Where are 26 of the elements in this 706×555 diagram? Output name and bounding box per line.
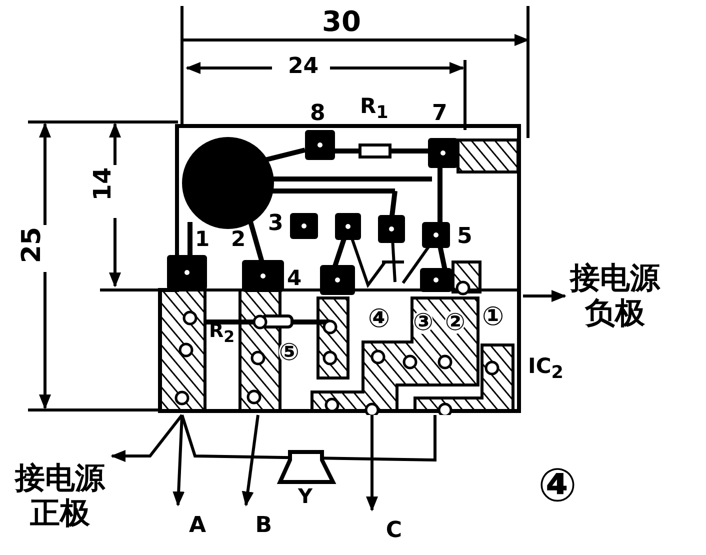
component-label: IC$_{2}$ — [528, 356, 564, 383]
component-label: Y — [298, 486, 312, 506]
arrow — [523, 290, 566, 302]
pin-number: 3 — [268, 213, 284, 235]
terminal-label: 接电源正极 — [8, 448, 112, 538]
dimension-text: 25 — [19, 226, 46, 264]
pcb-drawing — [156, 122, 523, 415]
terminal-label: C — [366, 510, 402, 546]
terminal-label: A — [172, 505, 206, 541]
pin-number: R$_{1}$ — [360, 96, 388, 123]
arrow — [366, 415, 378, 512]
dimension-text: 30 — [322, 8, 361, 36]
arrow — [172, 414, 185, 506]
dimension-text: 14 — [90, 167, 115, 201]
pin-number: 7 — [432, 103, 448, 125]
pin-number: 4 — [287, 268, 302, 289]
arrow — [242, 414, 260, 506]
arrow — [110, 414, 184, 462]
pin-number: 2 — [231, 229, 246, 250]
terminal-label: B — [238, 505, 272, 541]
pin-number: 5 — [457, 226, 472, 248]
terminal-label: 接电源负极 — [565, 262, 665, 346]
dimension-text: 24 — [288, 56, 319, 78]
pin-number: 1 — [195, 229, 210, 250]
figure-number: ④ — [538, 462, 577, 508]
pin-number: 8 — [310, 103, 326, 125]
